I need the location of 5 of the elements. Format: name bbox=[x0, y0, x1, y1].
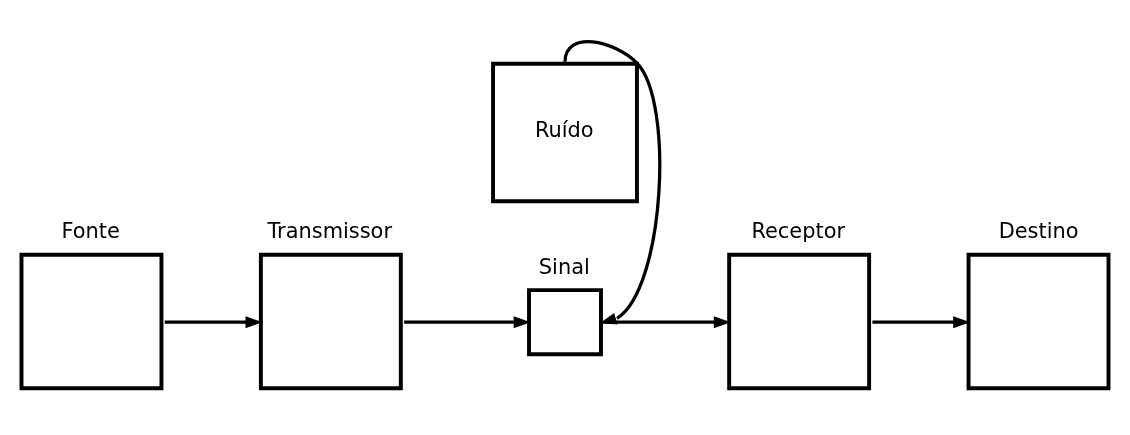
node-label: Sinal bbox=[538, 254, 590, 279]
node-label: Destino bbox=[998, 218, 1079, 243]
node-label: Receptor bbox=[751, 218, 846, 243]
node-label: Fonte bbox=[61, 218, 120, 243]
node-label: Transmissor bbox=[267, 218, 393, 243]
